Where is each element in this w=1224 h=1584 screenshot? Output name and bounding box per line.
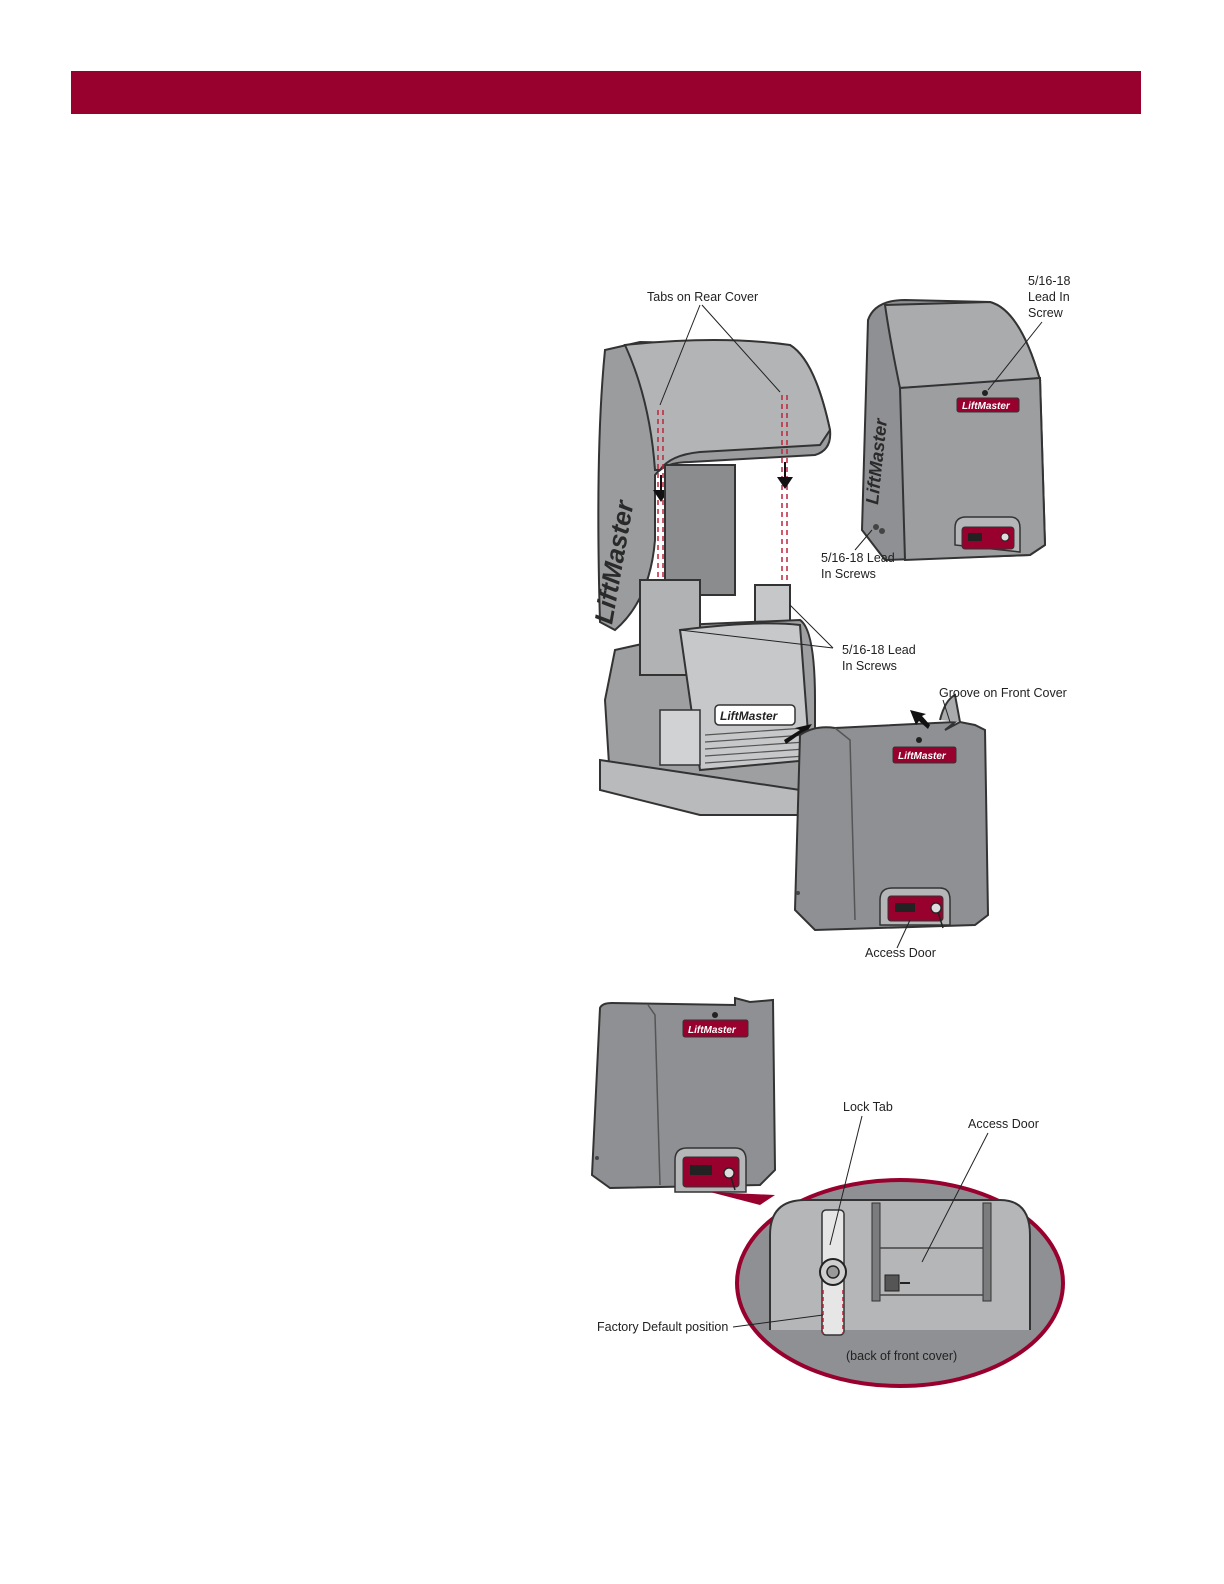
front-cover-back-illustration: LiftMaster bbox=[592, 998, 775, 1192]
label-factory-default: Factory Default position bbox=[597, 1319, 728, 1335]
label-access-door-detail: Access Door bbox=[968, 1116, 1039, 1132]
label-back-front-cover: (back of front cover) bbox=[846, 1348, 957, 1364]
label-lock-tab: Lock Tab bbox=[843, 1099, 893, 1115]
svg-text:LiftMaster: LiftMaster bbox=[688, 1025, 737, 1036]
